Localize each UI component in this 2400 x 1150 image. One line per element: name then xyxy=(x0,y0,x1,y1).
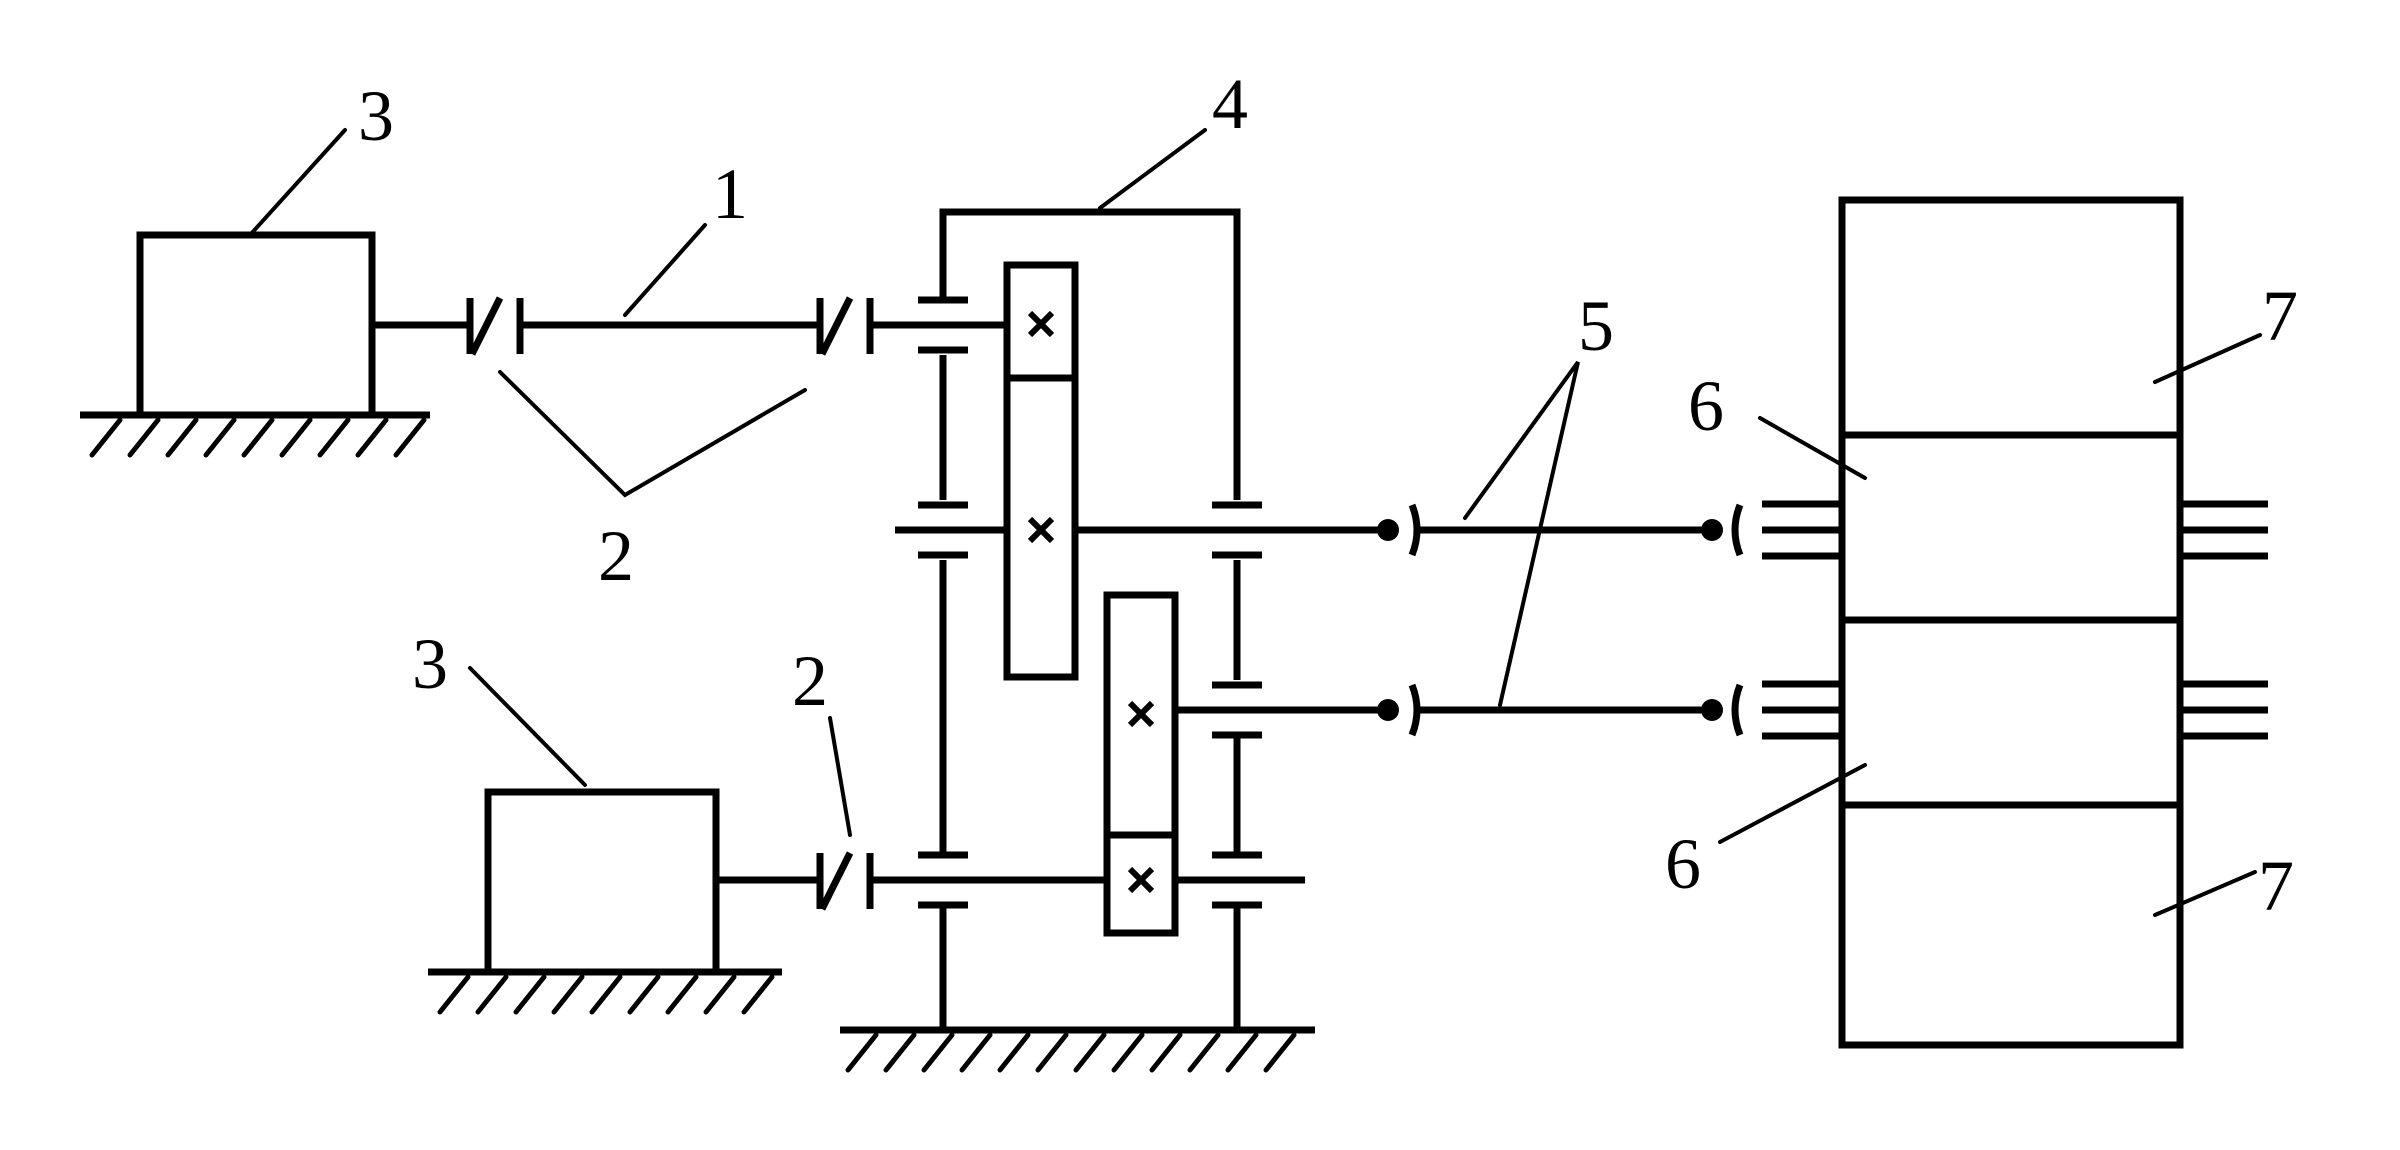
label-coupling-lower: 2 xyxy=(792,641,828,721)
leader-motor-upper xyxy=(248,128,347,237)
output-shaft-upper xyxy=(895,503,1744,557)
label-roll-upper: 6 xyxy=(1688,366,1724,446)
gear-stack-upper xyxy=(1003,261,1079,681)
label-output-shafts: 5 xyxy=(1578,286,1614,366)
label-roll-lower: 6 xyxy=(1665,824,1701,904)
gear-cross-marks xyxy=(1027,310,1155,894)
label-shaft: 1 xyxy=(712,154,748,234)
label-motor-upper: 3 xyxy=(358,76,394,156)
roll-bearings xyxy=(1762,500,2268,740)
label-stand-lower: 7 xyxy=(2258,846,2294,926)
label-motor-lower: 3 xyxy=(412,624,448,704)
gear-stack-lower xyxy=(1103,591,1179,937)
leader-roll-upper xyxy=(1758,416,1867,480)
leader-stand-lower xyxy=(2153,870,2257,917)
gearbox-housing xyxy=(840,208,1315,1073)
output-shaft-lower xyxy=(1175,683,1744,737)
leader-gearbox xyxy=(1098,128,1207,210)
upper-drive-shaft xyxy=(372,296,1005,356)
leader-roll-lower xyxy=(1718,763,1867,844)
leader-stand-upper xyxy=(2153,333,2262,384)
leader-output-shafts xyxy=(1463,360,1580,707)
upper-motor xyxy=(80,231,430,458)
leader-motor-lower xyxy=(468,666,587,787)
gearbox-bearings xyxy=(918,296,1262,909)
lower-motor xyxy=(428,788,782,1015)
label-gearbox: 4 xyxy=(1212,64,1248,144)
label-stand-upper: 7 xyxy=(2262,276,2298,356)
roll-stand xyxy=(1838,196,2184,1049)
label-coupling: 2 xyxy=(598,516,634,596)
leader-couplings-upper xyxy=(498,370,807,498)
leader-coupling-lower xyxy=(828,716,852,837)
leader-shaft xyxy=(623,223,707,317)
